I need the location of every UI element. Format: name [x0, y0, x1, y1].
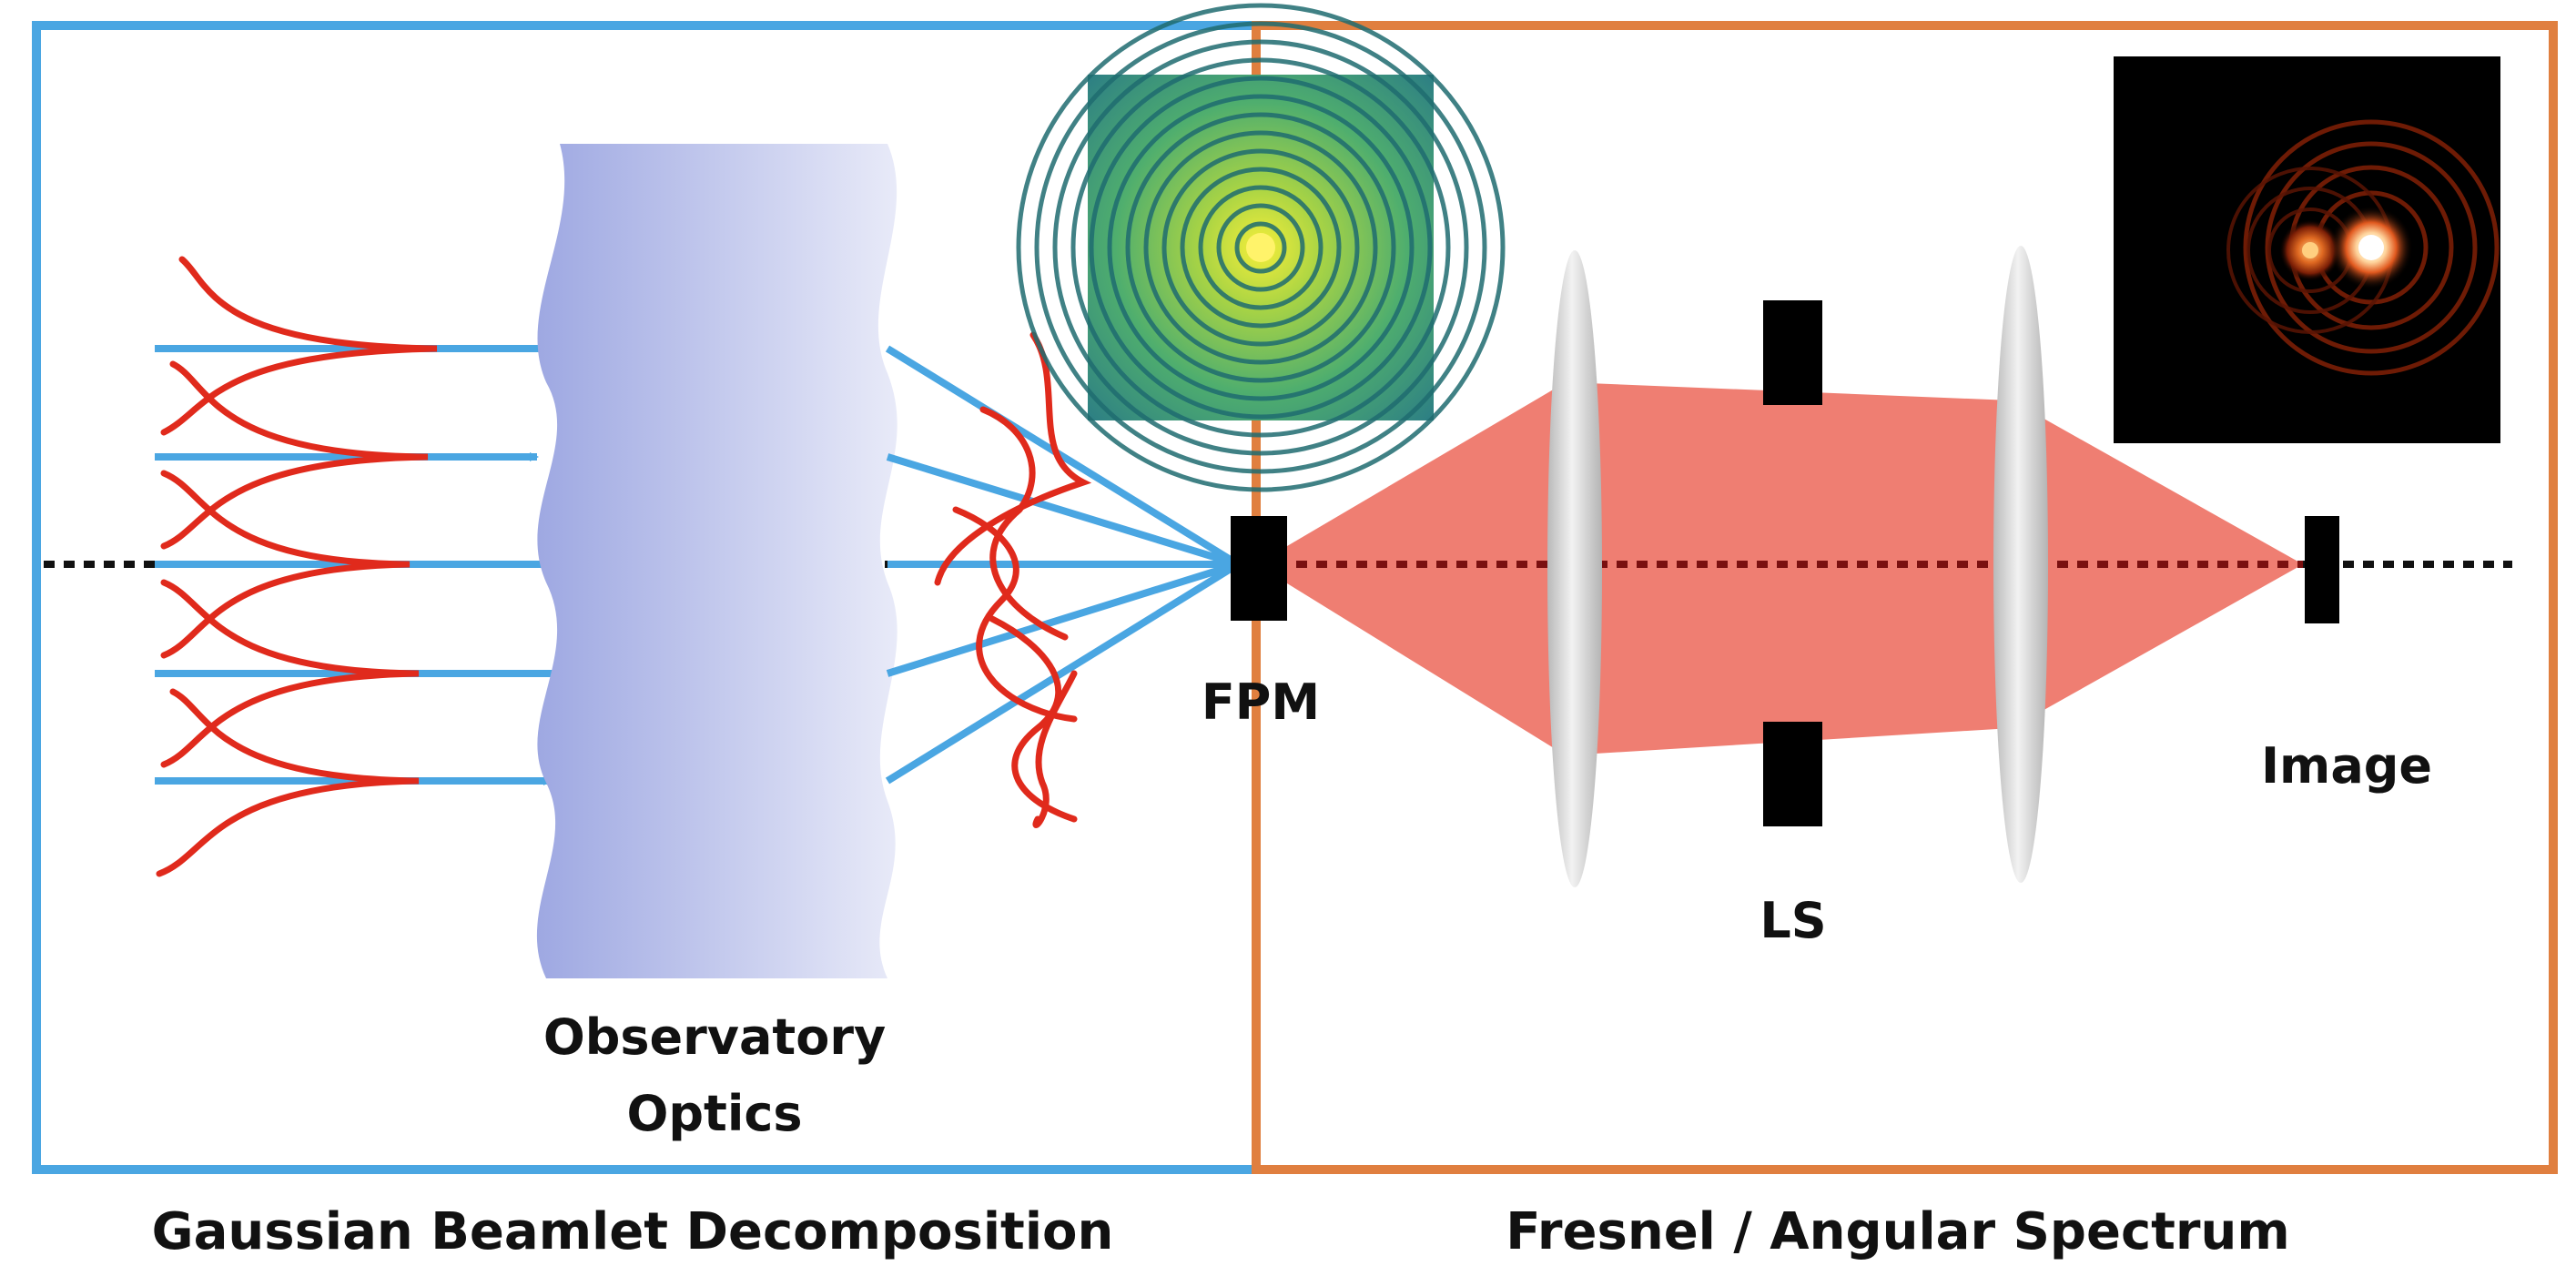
incoming-gaussian-curves [156, 256, 438, 877]
observatory-optics-label-line2: Optics [626, 1085, 802, 1142]
observatory-optics-element [536, 144, 898, 978]
gaussian-curve-1 [160, 256, 438, 436]
left-panel-caption: Gaussian Beamlet Decomposition [152, 1202, 1114, 1261]
ls-label: LS [1760, 892, 1826, 949]
gaussian-curve-4 [160, 579, 420, 768]
final-image-inset [2114, 56, 2500, 443]
observatory-optics-label-line1: Observatory [543, 1008, 886, 1066]
image-plane-stop [2305, 516, 2339, 623]
focal-plane-pattern-inset [1016, 3, 1506, 492]
gaussian-curve-3 [160, 470, 411, 659]
image-label: Image [2261, 737, 2432, 795]
gaussian-curve-5 [156, 688, 420, 877]
fpm-stop [1231, 516, 1287, 621]
lyot-stop-bottom [1763, 722, 1822, 826]
right-panel-caption: Fresnel / Angular Spectrum [1506, 1202, 2290, 1261]
fpm-label: FPM [1202, 673, 1320, 731]
lens-2 [1993, 246, 2048, 883]
gaussian-curve-2 [160, 360, 429, 550]
converging-gaussian-curves [934, 331, 1092, 828]
lens-1 [1547, 250, 1602, 887]
lyot-stop-top [1763, 300, 1822, 405]
